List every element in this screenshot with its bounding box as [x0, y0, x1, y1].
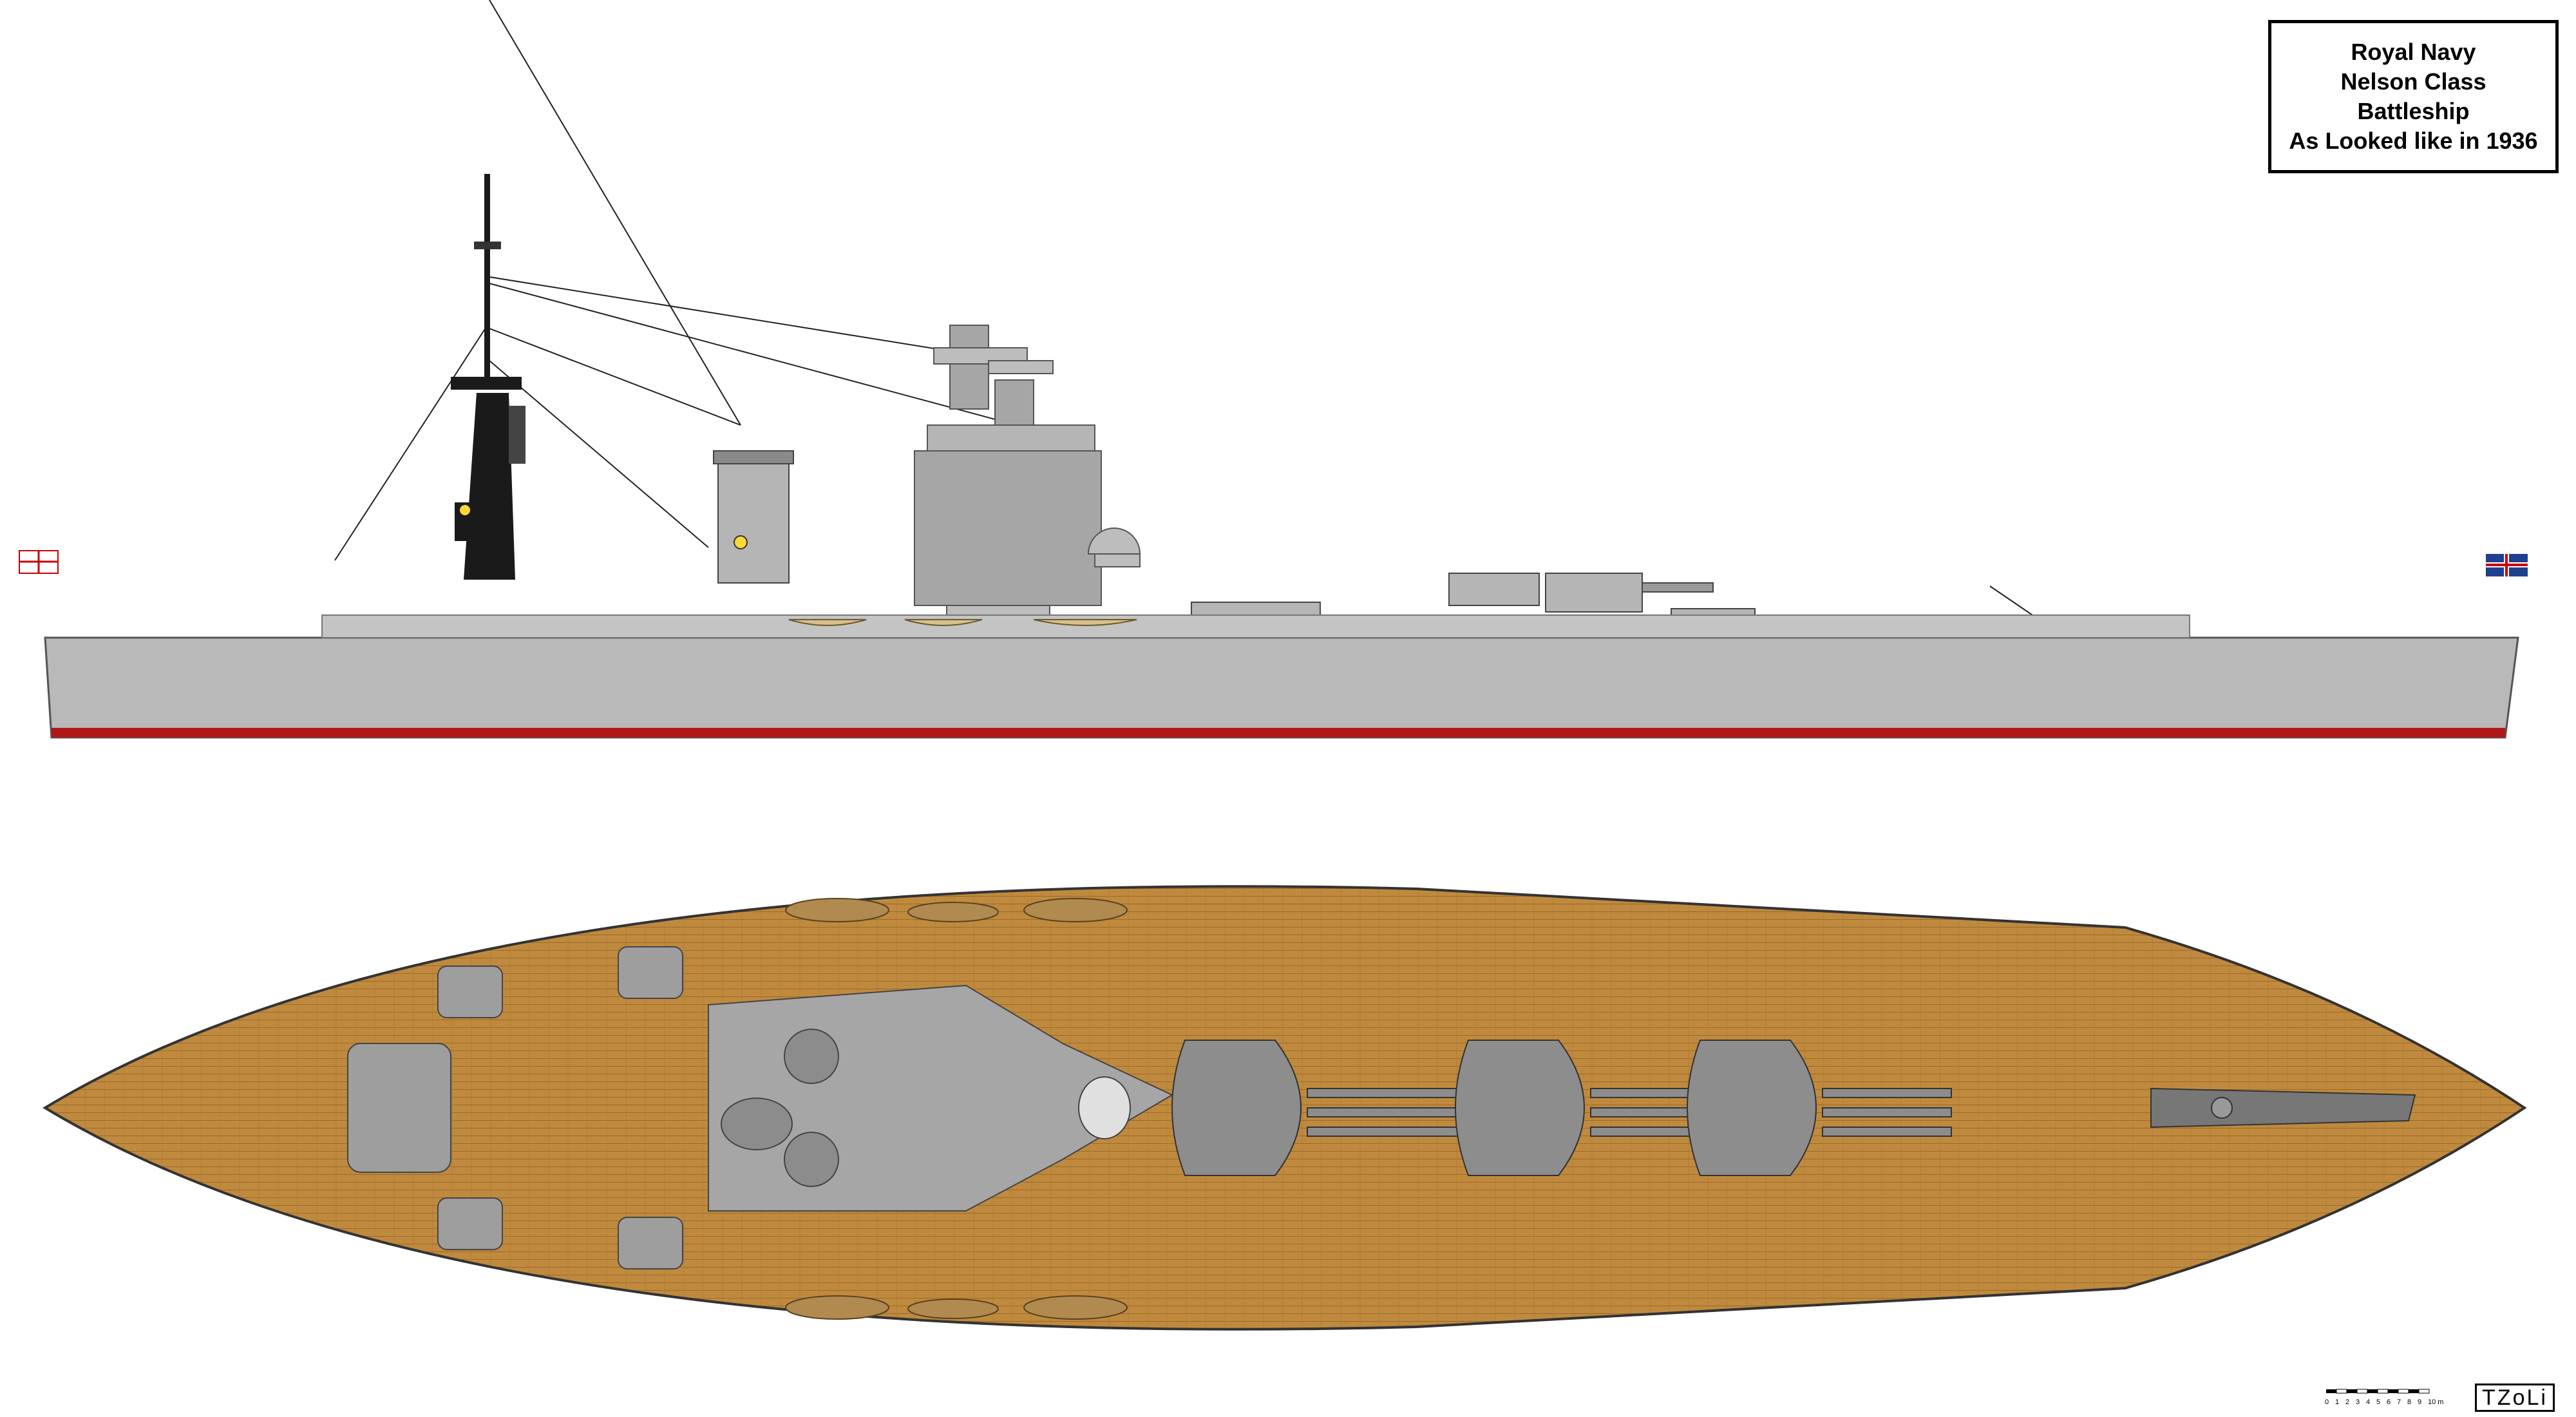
- secondary-turrets-plan: [347, 946, 683, 1270]
- tripod-mast: [451, 174, 526, 580]
- title-line-type: Battleship: [2357, 98, 2470, 124]
- scale-label: 4: [2366, 1398, 2370, 1406]
- scale-label: 1: [2335, 1398, 2339, 1406]
- boats-profile: [788, 619, 1137, 626]
- profile-view: [19, 0, 2528, 739]
- superstructure-plan: [708, 984, 1174, 1212]
- scale-label: 8: [2407, 1398, 2411, 1406]
- bridge-tower: [914, 325, 1141, 629]
- title-line-date: As Looked like in 1936: [2289, 128, 2538, 154]
- title-box: Royal Navy Nelson Class Battleship As Lo…: [2268, 20, 2559, 173]
- bow-fittings: [2150, 1087, 2416, 1128]
- boats-plan: [785, 898, 1128, 1320]
- rigging: [334, 0, 2061, 635]
- scale-label: 6: [2387, 1398, 2391, 1406]
- scale-label: 5: [2376, 1398, 2380, 1406]
- ensigns: [19, 550, 2528, 576]
- plan-view: [43, 885, 2527, 1331]
- scale-label: 3: [2356, 1398, 2360, 1406]
- main-turrets-plan: [1171, 1040, 1952, 1176]
- title-line-class: Nelson Class: [2340, 68, 2486, 95]
- artist-signature: TZoLi: [2475, 1384, 2555, 1412]
- scale-label: 2: [2345, 1398, 2349, 1406]
- scale-label: 0: [2325, 1398, 2329, 1406]
- scale-label: 10 m: [2428, 1398, 2443, 1406]
- title-line-navy: Royal Navy: [2351, 39, 2476, 65]
- hull-profile: [44, 614, 2519, 739]
- scale-label: 7: [2397, 1398, 2401, 1406]
- funnel: [713, 450, 794, 584]
- scale-label: 9: [2418, 1398, 2421, 1406]
